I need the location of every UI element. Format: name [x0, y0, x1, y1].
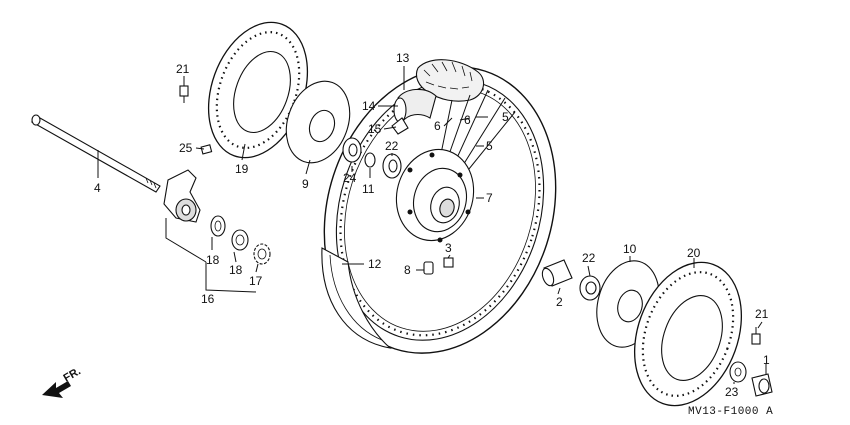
collar — [541, 259, 573, 287]
callout-19: 19 — [235, 162, 249, 176]
callout-12: 12 — [368, 257, 382, 271]
callout-14: 14 — [362, 99, 376, 113]
callout-11: 11 — [362, 182, 375, 196]
leader-lines — [97, 66, 767, 384]
callout-9: 9 — [302, 177, 309, 191]
callout-5-upper: 5 — [502, 110, 509, 124]
valve-cap — [423, 261, 434, 275]
callout-21-right: 21 — [755, 307, 769, 321]
bearing-22-right — [579, 275, 601, 301]
bearing-24 — [342, 137, 362, 163]
bolt-upper-left — [179, 85, 189, 103]
callout-10: 10 — [623, 242, 637, 256]
bolt-small-left — [200, 144, 213, 155]
oil-seal-1 — [210, 215, 226, 237]
callout-16: 16 — [201, 292, 215, 306]
callout-3: 3 — [445, 241, 452, 255]
right-brake-disc — [633, 261, 743, 407]
callout-1: 1 — [763, 353, 770, 367]
bearing-22-left — [382, 153, 402, 179]
callout-21-upper: 21 — [176, 62, 190, 76]
callout-17: 17 — [249, 274, 263, 288]
callout-24: 24 — [343, 171, 357, 185]
rim-tire-section — [321, 247, 392, 349]
valve-nut — [443, 257, 454, 268]
callout-5-lower: 5 — [486, 139, 493, 153]
callout-8: 8 — [404, 263, 411, 277]
drawing-code: MV13-F1000 A — [688, 406, 773, 418]
left-brake-disc — [207, 21, 309, 159]
tire-tread — [415, 59, 485, 102]
callout-6-left: 6 — [434, 119, 441, 133]
callouts: 21 25 19 9 13 14 15 6 6 5 5 7 24 11 22 1… — [94, 51, 770, 399]
left-hub-plate — [285, 80, 351, 164]
callout-4: 4 — [94, 181, 101, 195]
callout-23: 23 — [725, 385, 739, 399]
bolt-right — [751, 327, 761, 345]
callout-13: 13 — [396, 51, 410, 65]
callout-2: 2 — [556, 295, 563, 309]
callout-20: 20 — [687, 246, 701, 260]
wheel-hub — [395, 148, 475, 243]
retaining-ring — [364, 152, 376, 168]
front-direction-label: FR. — [62, 365, 83, 384]
callout-15: 15 — [368, 122, 382, 136]
speedometer-gear — [253, 243, 271, 265]
front-direction-arrow: FR. — [42, 365, 83, 398]
callout-22-right: 22 — [582, 251, 596, 265]
callout-25: 25 — [179, 141, 193, 155]
callout-18-right: 18 — [229, 263, 243, 277]
callout-18-left: 18 — [206, 253, 220, 267]
oil-seal-2 — [231, 229, 249, 251]
axle-nut — [751, 373, 773, 397]
callout-22-left: 22 — [385, 139, 399, 153]
axle — [30, 114, 161, 193]
rim-band — [391, 117, 409, 135]
washer — [729, 361, 747, 383]
callout-7: 7 — [486, 191, 493, 205]
speedometer-gearbox — [163, 169, 201, 223]
callout-6-right: 6 — [464, 113, 471, 127]
inner-tube — [393, 88, 437, 124]
